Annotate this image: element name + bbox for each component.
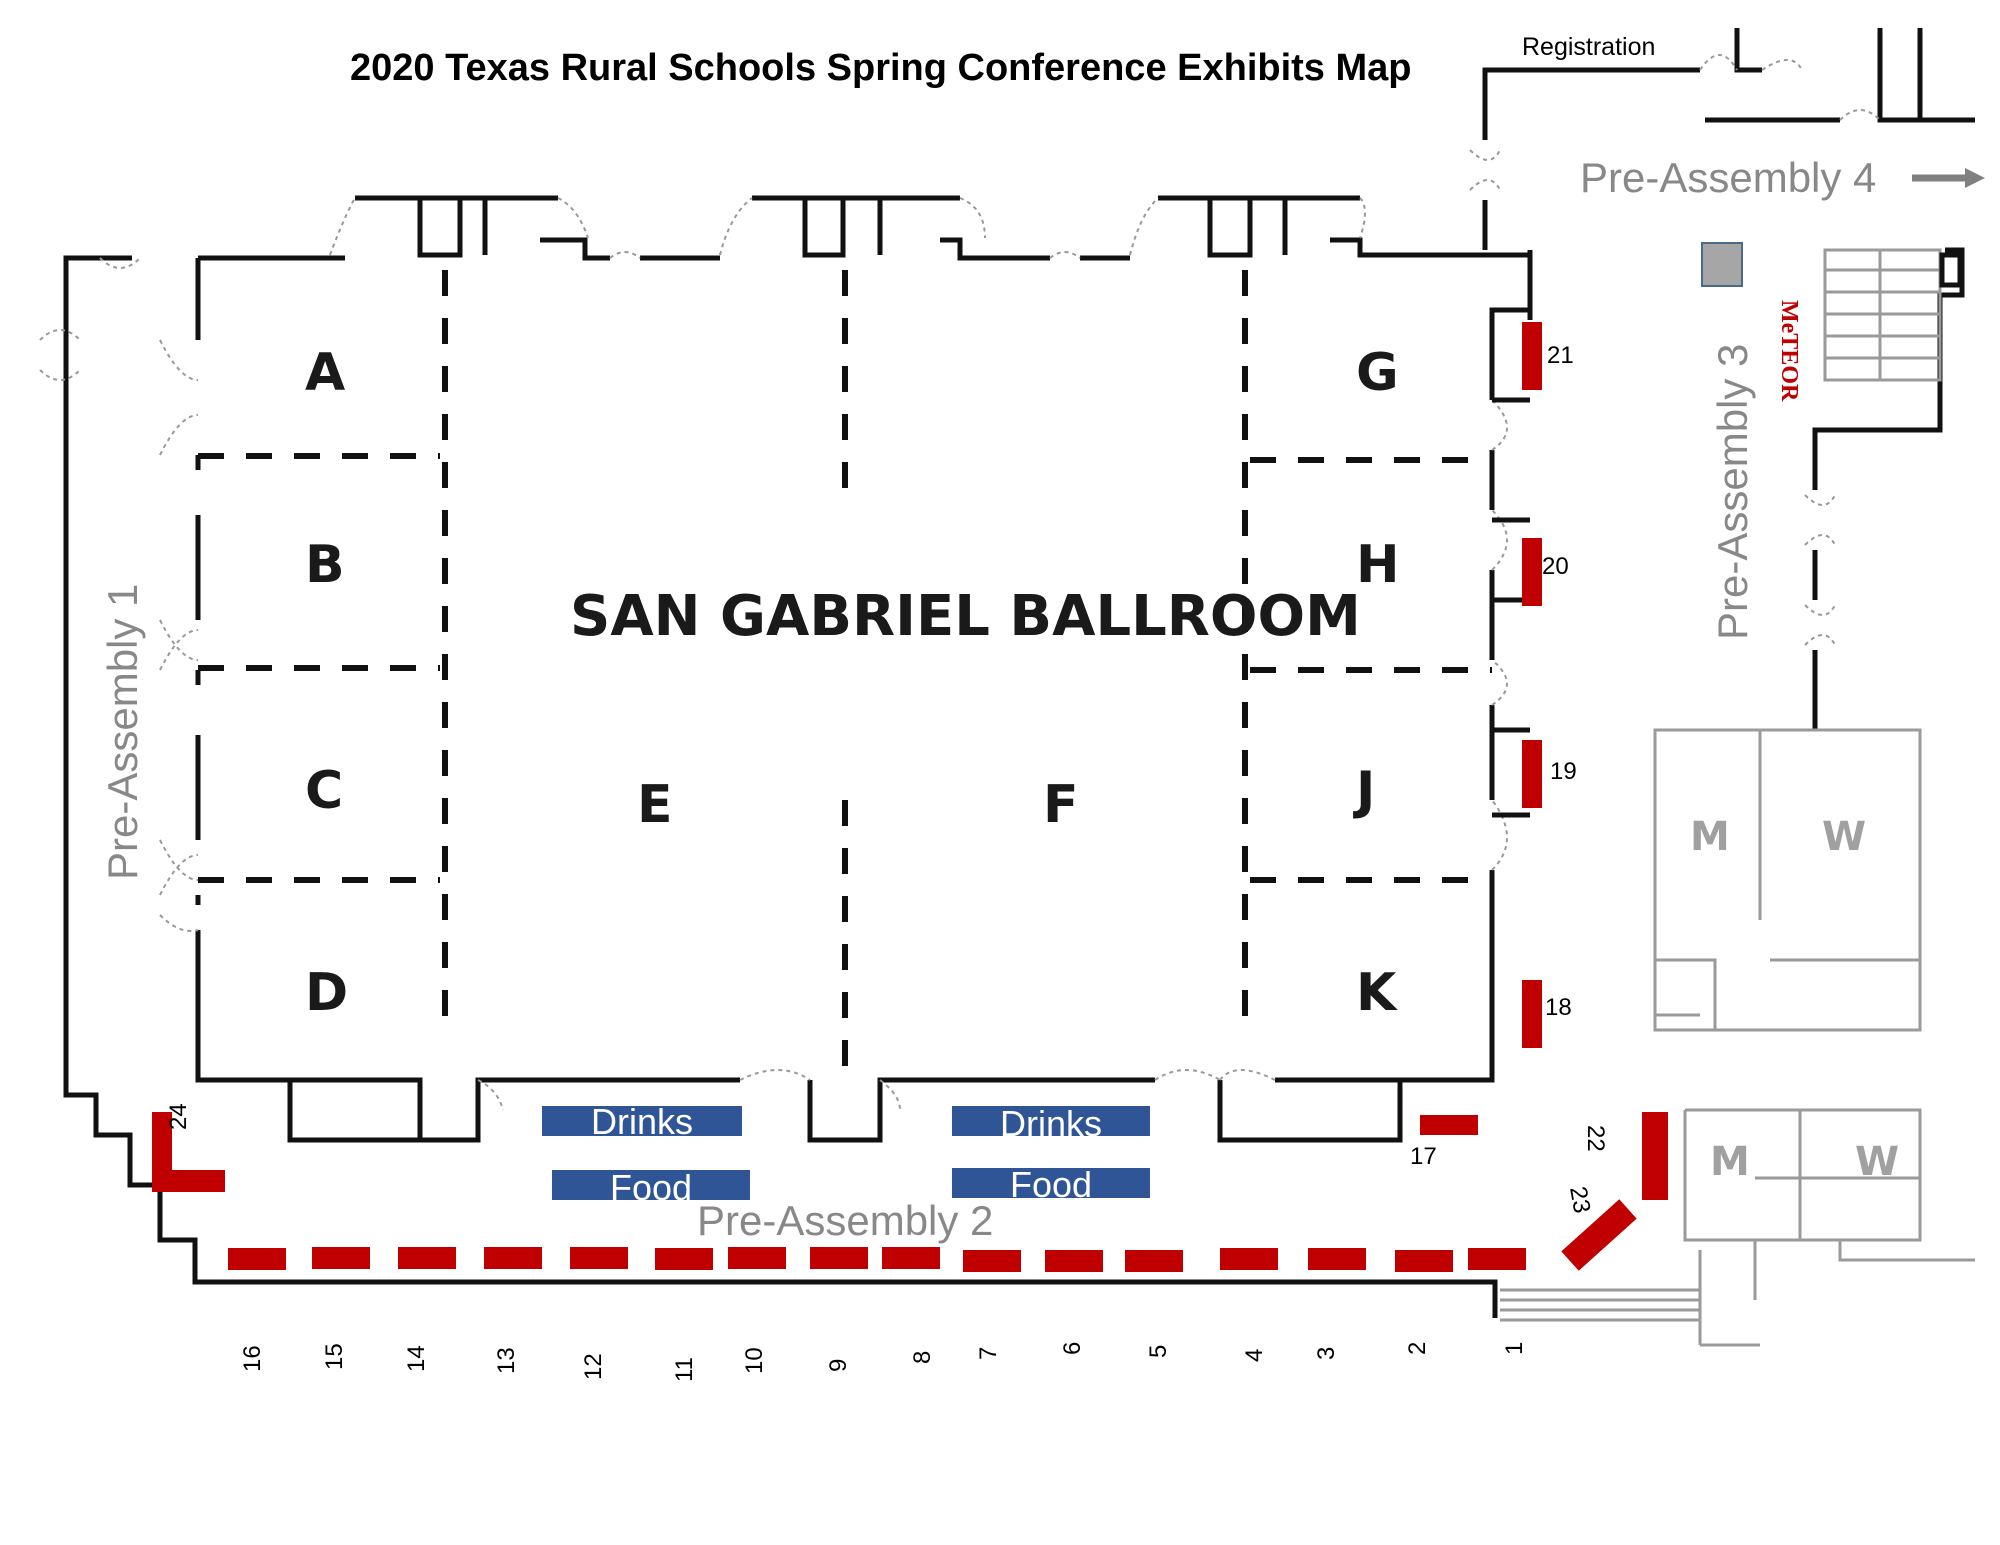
booth-number-8: 8 — [909, 1351, 936, 1364]
restroom-women-lower: W — [1855, 1139, 1899, 1185]
registration-label: Registration — [1522, 33, 1655, 61]
info-kiosk — [1701, 242, 1743, 287]
room-a: A — [305, 343, 345, 403]
room-f: F — [1043, 775, 1079, 835]
stairs — [1823, 248, 1963, 382]
booth-7[interactable] — [963, 1250, 1021, 1272]
booth-16[interactable] — [228, 1248, 286, 1270]
exhibit-booths — [152, 322, 1668, 1272]
booth-number-21: 21 — [1547, 342, 1574, 369]
pre-assembly-4-label: Pre-Assembly 4 — [1580, 154, 1876, 201]
booth-number-19: 19 — [1550, 758, 1577, 785]
pre-assembly-2-label: Pre-Assembly 2 — [697, 1197, 993, 1244]
map-title: 2020 Texas Rural Schools Spring Conferen… — [350, 47, 1412, 89]
booth-number-6: 6 — [1059, 1342, 1086, 1355]
booth-13[interactable] — [484, 1247, 542, 1269]
drinks-table-right: Drinks — [1000, 1103, 1102, 1144]
booth-19[interactable] — [1522, 740, 1542, 808]
booth-18[interactable] — [1522, 980, 1542, 1048]
booth-number-10: 10 — [741, 1347, 768, 1374]
booth-number-5: 5 — [1145, 1345, 1172, 1358]
room-e: E — [637, 775, 673, 835]
booth-9[interactable] — [810, 1247, 868, 1269]
restrooms-area: M W M W — [1500, 728, 1975, 1347]
room-d: D — [305, 963, 348, 1023]
booth-number-24: 24 — [165, 1103, 192, 1130]
booth-number-11: 11 — [671, 1357, 698, 1382]
booth-17[interactable] — [1420, 1115, 1478, 1135]
restroom-women-upper: W — [1822, 814, 1866, 860]
booth-number-1: 1 — [1501, 1342, 1528, 1355]
booth-2[interactable] — [1395, 1250, 1453, 1272]
booth-15[interactable] — [312, 1247, 370, 1269]
booth-number-12: 12 — [580, 1353, 607, 1380]
booth-number-4: 4 — [1241, 1349, 1268, 1362]
booth-3[interactable] — [1308, 1248, 1366, 1270]
booth-number-2: 2 — [1404, 1342, 1431, 1355]
booth-22[interactable] — [1642, 1112, 1668, 1200]
booth-12[interactable] — [570, 1247, 628, 1269]
arrow-right-icon — [1912, 168, 1985, 188]
pre-assembly-1-label: Pre-Assembly 1 — [99, 584, 146, 880]
booth-20[interactable] — [1522, 538, 1542, 606]
room-g: G — [1356, 343, 1399, 403]
booth-number-16: 16 — [239, 1345, 266, 1372]
booth-number-22: 22 — [1582, 1125, 1609, 1152]
room-h: H — [1356, 535, 1400, 595]
ballroom-walls — [159, 195, 1533, 1143]
booth-5[interactable] — [1125, 1250, 1183, 1272]
booth-number-23: 23 — [1564, 1184, 1595, 1215]
booth-8[interactable] — [882, 1247, 940, 1269]
booth-numbers: 1 2 3 4 5 6 7 8 9 10 11 12 13 14 15 16 1… — [165, 342, 1609, 1382]
restroom-men-upper: M — [1690, 814, 1730, 860]
booth-number-20: 20 — [1542, 553, 1569, 580]
room-k: K — [1356, 963, 1398, 1023]
booth-number-9: 9 — [825, 1359, 852, 1372]
booth-11[interactable] — [655, 1248, 713, 1270]
room-j: J — [1353, 761, 1375, 821]
booth-23[interactable] — [1561, 1199, 1637, 1271]
booth-21[interactable] — [1522, 322, 1542, 390]
food-table-right: Food — [1010, 1164, 1092, 1205]
food-table-left: Food — [610, 1167, 692, 1208]
room-b: B — [305, 535, 345, 595]
booth-number-18: 18 — [1545, 994, 1572, 1021]
ballroom-label: SAN GABRIEL BALLROOM — [570, 584, 1361, 649]
service-tables: Drinks Drinks Food Food — [542, 1101, 1150, 1208]
room-partitions — [198, 270, 1492, 1075]
booth-6[interactable] — [1045, 1250, 1103, 1272]
booth-number-3: 3 — [1313, 1347, 1340, 1360]
vendor-meteor-label: MeTEOR — [1776, 300, 1802, 402]
booth-number-13: 13 — [493, 1347, 520, 1374]
booth-24[interactable] — [152, 1112, 225, 1192]
pre-assembly-3-label: Pre-Assembly 3 — [1709, 344, 1756, 640]
outer-walls — [39, 28, 1975, 1318]
booth-14[interactable] — [398, 1247, 456, 1269]
booth-number-14: 14 — [403, 1345, 430, 1372]
booth-number-15: 15 — [321, 1343, 348, 1370]
booth-10[interactable] — [728, 1247, 786, 1269]
booth-number-7: 7 — [975, 1347, 1002, 1360]
booth-number-17: 17 — [1410, 1143, 1437, 1170]
booth-1[interactable] — [1468, 1248, 1526, 1270]
booth-4[interactable] — [1220, 1248, 1278, 1270]
restroom-men-lower: M — [1710, 1139, 1750, 1185]
room-c: C — [305, 761, 343, 821]
drinks-table-left: Drinks — [591, 1101, 693, 1142]
